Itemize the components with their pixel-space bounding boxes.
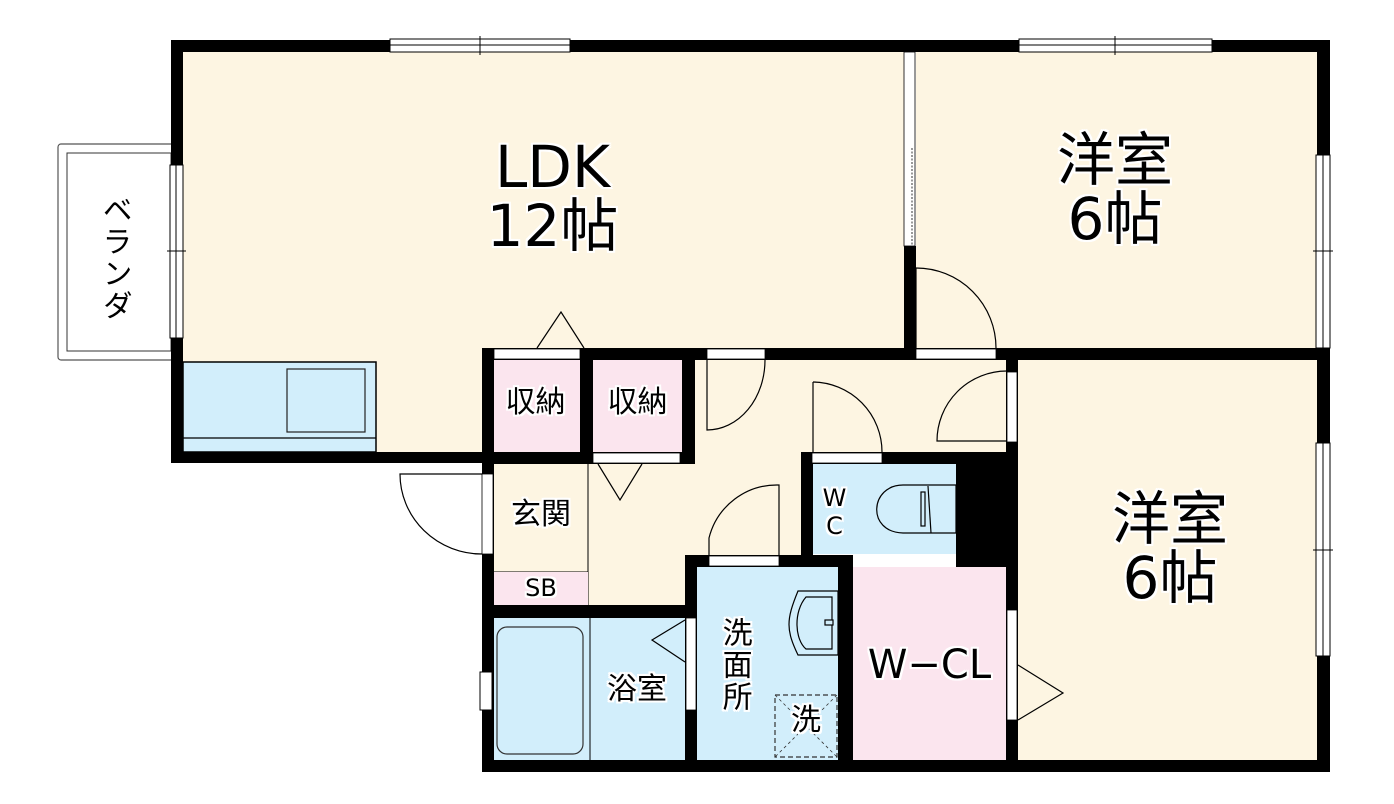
entrance-floor [494, 464, 588, 572]
windows [167, 36, 1333, 711]
ldk-floor [183, 52, 905, 350]
bathroom-label: 浴室 [607, 672, 667, 707]
shoe-box-label: SB [525, 574, 557, 602]
western-room-2-size: 6帖 [1122, 544, 1218, 613]
balcony [57, 143, 175, 361]
door-swings [399, 267, 1065, 721]
door-openings [481, 51, 1018, 721]
storage-2-floor [593, 360, 682, 452]
entrance-label: 玄関 [511, 497, 571, 532]
balcony-label: ベランダ [96, 194, 132, 322]
storage-2-label: 収納 [607, 385, 668, 420]
bathtub-icon [496, 626, 584, 755]
washbasin-icon [788, 590, 839, 656]
storage-1-floor [491, 360, 580, 452]
washing-machine-pan-icon [774, 694, 838, 758]
walk-in-closet-label: W−CL [867, 642, 992, 688]
toilet-label: WC [820, 484, 849, 540]
ldk-name: LDK [494, 133, 610, 201]
western-room-1-name: 洋室 [1056, 126, 1173, 194]
toilet-icon [876, 484, 957, 534]
western-room-2-name: 洋室 [1111, 485, 1228, 553]
western-room-1-size: 6帖 [1067, 185, 1163, 254]
shoe-box-floor [494, 572, 588, 605]
kitchen-counter [182, 361, 377, 453]
western-room-2-label: 洋室 6帖 [1085, 485, 1255, 613]
sink-icon [286, 368, 366, 433]
western-room-1-floor [916, 52, 1317, 349]
ldk-label: LDK 12帖 [470, 133, 635, 261]
washroom-label: 洗面所 [716, 617, 752, 713]
western-room-2-floor [1018, 360, 1317, 760]
walk-in-closet-floor [853, 567, 1006, 760]
ldk-size: 12帖 [486, 192, 619, 261]
western-room-1-label: 洋室 6帖 [1030, 126, 1200, 254]
storage-1-label: 収納 [505, 385, 566, 420]
washer-space-label: 洗 [791, 703, 821, 738]
